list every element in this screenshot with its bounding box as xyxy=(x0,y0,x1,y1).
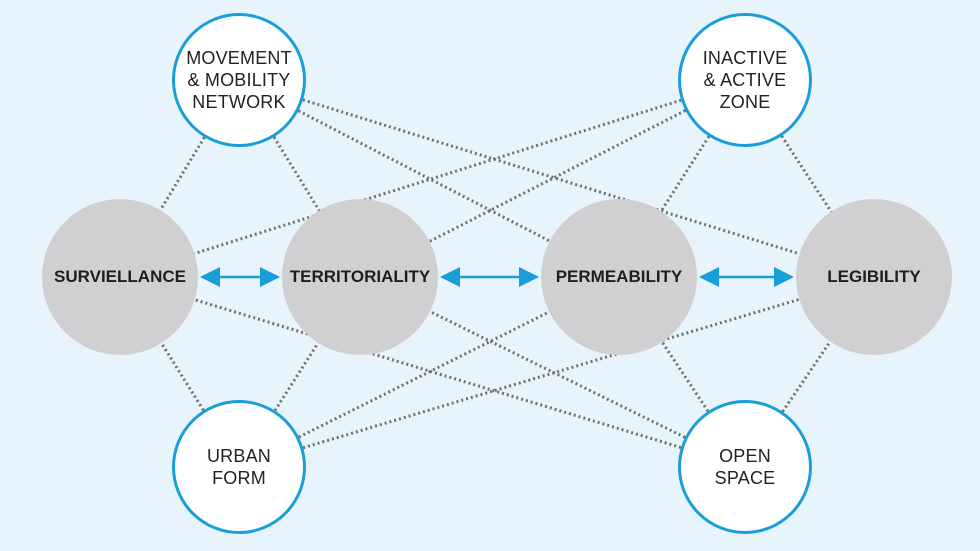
dotted-link-movement-legibility xyxy=(302,98,800,256)
node-label-line: INACTIVE xyxy=(702,48,788,68)
dotted-link-open-permeability xyxy=(660,341,710,412)
node-movement-mobility-network: MOVEMENT & MOBILITY NETWORK xyxy=(172,13,306,147)
node-label-line: NETWORK xyxy=(192,92,286,112)
node-label: TERRITORIALITY xyxy=(289,267,431,286)
dotted-link-inactive-legibility xyxy=(780,135,833,213)
node-label-line: OPEN xyxy=(719,446,771,466)
node-label-line: & ACTIVE xyxy=(703,70,787,90)
dotted-link-open-territoriality xyxy=(429,310,686,439)
dotted-connections xyxy=(159,98,833,450)
node-label-line: MOVEMENT xyxy=(186,48,292,68)
dotted-link-urban-legibility xyxy=(302,297,800,450)
node-territoriality: TERRITORIALITY xyxy=(282,199,438,355)
node-label: LEGIBILITY xyxy=(827,267,921,286)
node-label-line: FORM xyxy=(212,468,266,488)
node-legibility: LEGIBILITY xyxy=(796,199,952,355)
dotted-link-open-legibility xyxy=(781,340,832,413)
dotted-link-urban-territoriality xyxy=(273,341,320,412)
node-surviellance: SURVIELLANCE xyxy=(42,199,198,355)
dotted-link-movement-surviellance xyxy=(159,136,206,212)
dotted-link-movement-permeability xyxy=(297,109,551,243)
dotted-link-movement-territoriality xyxy=(272,136,321,212)
dotted-link-urban-surviellance xyxy=(160,342,205,412)
node-inactive-active-zone: INACTIVE & ACTIVE ZONE xyxy=(678,13,812,147)
node-label-line: URBAN xyxy=(206,446,271,466)
node-label-line: & MOBILITY xyxy=(187,70,291,90)
node-label: SURVIELLANCE xyxy=(54,267,186,286)
node-permeability: PERMEABILITY xyxy=(541,199,697,355)
node-label-line: ZONE xyxy=(719,92,771,112)
dotted-link-urban-permeability xyxy=(298,310,550,439)
node-label: PERMEABILITY xyxy=(555,267,683,286)
node-open-space: OPEN SPACE xyxy=(678,400,812,534)
node-urban-form: URBAN FORM xyxy=(172,400,306,534)
dotted-link-inactive-surviellance xyxy=(193,98,682,255)
dotted-link-inactive-permeability xyxy=(659,135,711,213)
node-label-line: SPACE xyxy=(714,468,776,488)
